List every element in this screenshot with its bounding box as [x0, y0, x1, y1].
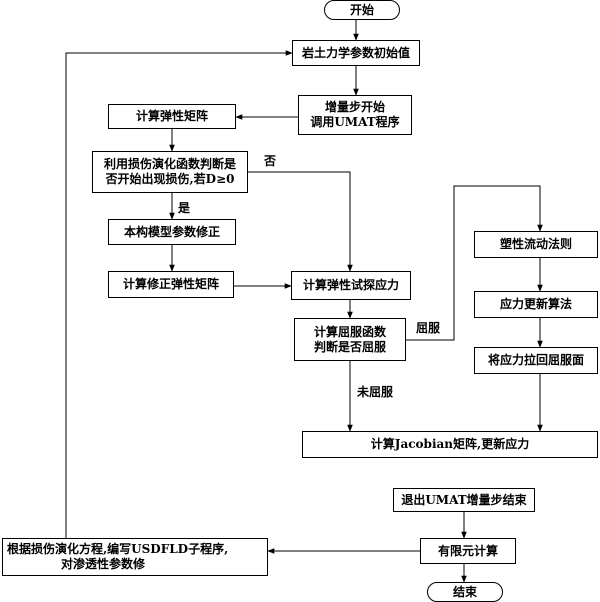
yield-check-box: 计算屈服函数 判断是否屈服 [294, 318, 406, 361]
damage-check-line-1: 利用损伤演化函数判断是 [103, 157, 236, 171]
arrow-damage-no-trial [248, 171, 353, 272]
not-yield-label: 未屈服 [357, 385, 394, 399]
stress-update-label: 应力更新算法 [499, 297, 572, 311]
plastic-flow-box: 塑性流动法则 [474, 231, 598, 258]
damage-check-line-2: 否开始出现损伤,若D≥0 [105, 172, 235, 186]
elastic-matrix-label: 计算弹性矩阵 [135, 109, 208, 123]
usdfld-box: 根据损伤演化方程,编写USDFLD子程序, 对渗透性参数修 [2, 538, 268, 576]
exit-umat-box: 退出UMAT增量步结束 [393, 488, 535, 512]
yield-label: 屈服 [416, 321, 441, 335]
trial-stress-box: 计算弹性试探应力 [291, 271, 411, 300]
stress-update-box: 应力更新算法 [474, 291, 598, 318]
damage-check-box: 利用损伤演化函数判断是 否开始出现损伤,若D≥0 [92, 151, 248, 193]
exit-umat-label: 退出UMAT增量步结束 [401, 492, 527, 507]
jacobian-label: 计算Jacobian矩阵,更新应力 [370, 437, 530, 451]
fem-calc-label: 有限元计算 [437, 543, 498, 558]
increment-line-2: 调用UMAT程序 [310, 115, 400, 129]
jacobian-box: 计算Jacobian矩阵,更新应力 [302, 431, 598, 458]
pull-back-box: 将应力拉回屈服面 [474, 347, 598, 374]
pull-back-label: 将应力拉回屈服面 [487, 353, 584, 367]
start-terminal: 开始 [324, 0, 400, 20]
end-label: 结束 [452, 584, 477, 599]
arrow-yield-plastic [406, 185, 543, 341]
model-correction-box: 本构模型参数修正 [108, 219, 236, 245]
trial-stress-label: 计算弹性试探应力 [302, 278, 399, 292]
arrow-usdfld-loop-init [65, 50, 293, 538]
init-params-box: 岩土力学参数初始值 [292, 40, 420, 66]
yield-check-line-1: 计算屈服函数 [313, 324, 386, 339]
usdfld-line-1: 根据损伤演化方程,编写USDFLD子程序, [7, 542, 229, 556]
end-terminal: 结束 [427, 582, 503, 602]
init-params-label: 岩土力学参数初始值 [301, 45, 410, 60]
fem-calc-box: 有限元计算 [420, 538, 516, 564]
model-correction-label: 本构模型参数修正 [123, 224, 220, 239]
modified-matrix-label: 计算修正弹性矩阵 [122, 277, 219, 291]
yes-label: 是 [178, 201, 191, 215]
elastic-matrix-box: 计算弹性矩阵 [108, 104, 236, 129]
no-label: 否 [264, 154, 277, 168]
plastic-flow-label: 塑性流动法则 [499, 237, 572, 251]
yield-check-line-2: 判断是否屈服 [313, 339, 386, 354]
start-label: 开始 [349, 2, 374, 17]
usdfld-line-2: 对渗透性参数修 [61, 557, 146, 571]
increment-start-box: 增量步开始 调用UMAT程序 [298, 95, 412, 135]
modified-matrix-box: 计算修正弹性矩阵 [108, 271, 234, 298]
increment-line-1: 增量步开始 [324, 100, 385, 114]
